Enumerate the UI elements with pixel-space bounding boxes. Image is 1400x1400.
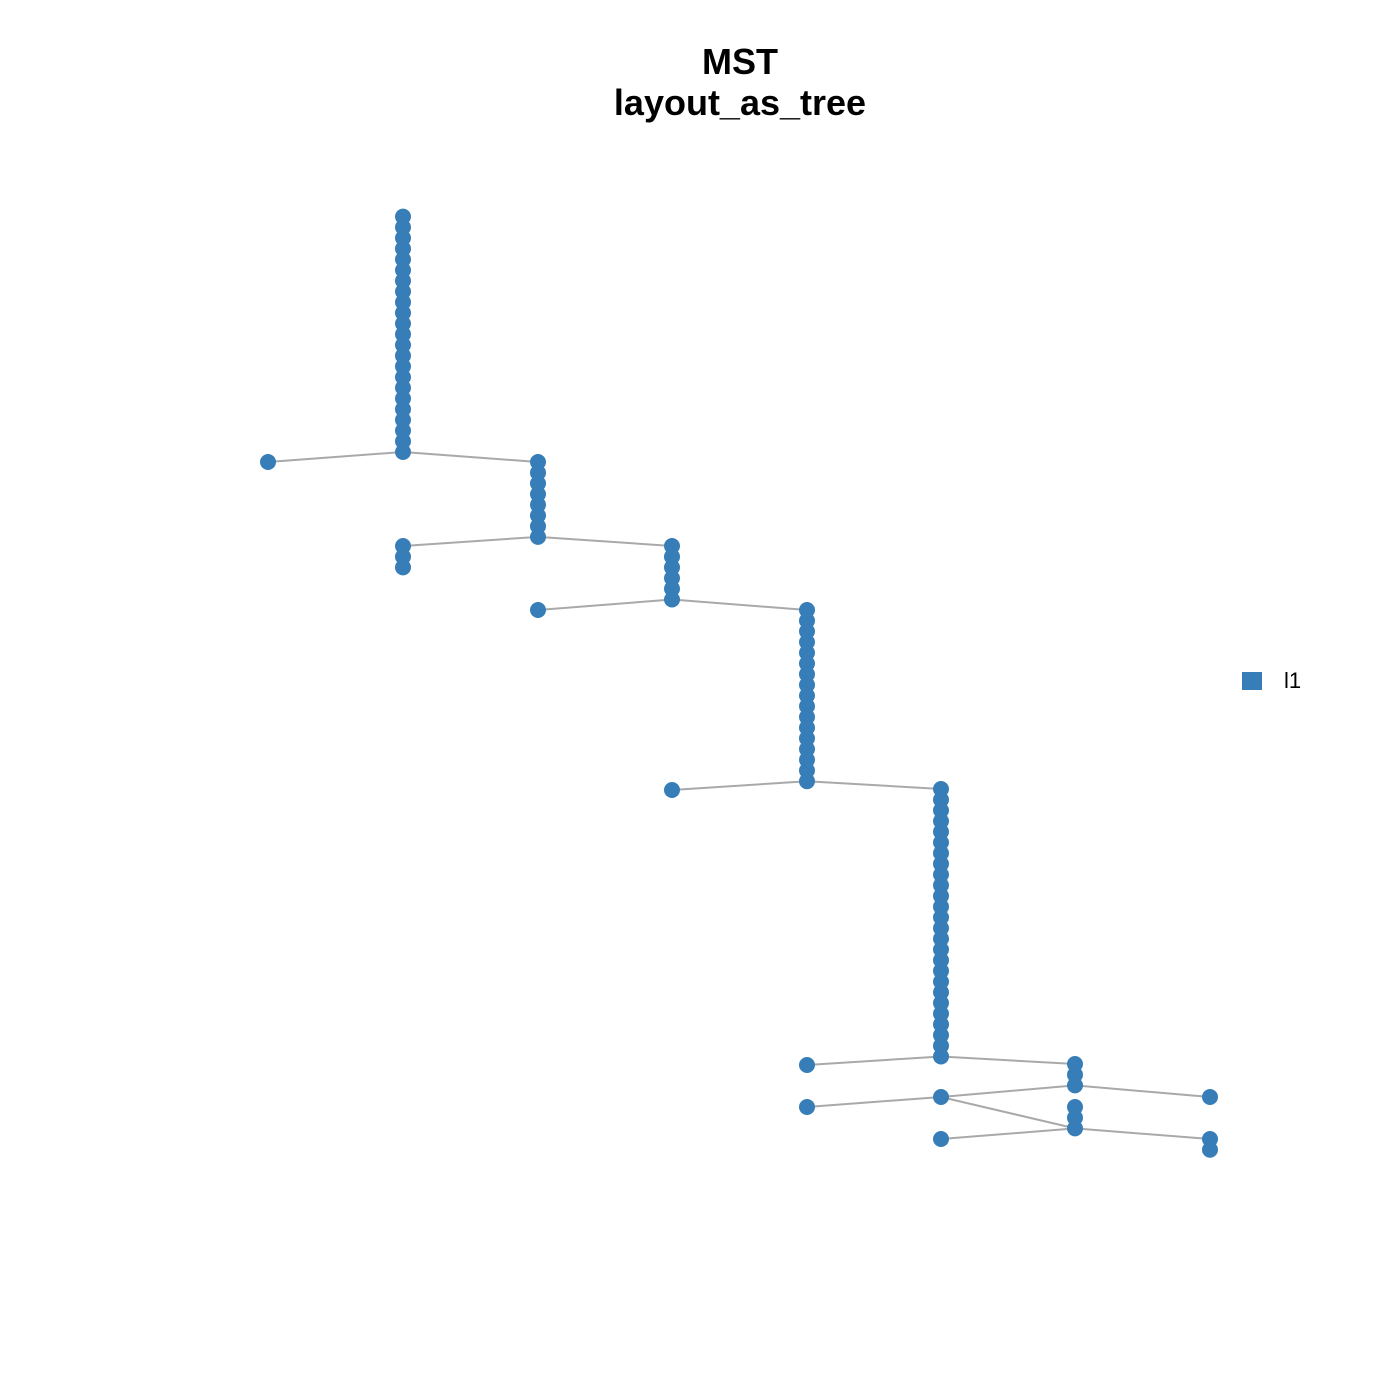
legend-label: l1 <box>1284 668 1302 693</box>
tree-edge-16 <box>1074 1127 1211 1140</box>
tree-edge-11 <box>940 1084 1076 1098</box>
tree-node-l2 <box>530 602 546 618</box>
tree-node-l6 <box>1202 1089 1218 1105</box>
tree-edge-14 <box>940 1096 1076 1130</box>
chart-title: MST <box>702 41 778 82</box>
chart-subtitle: layout_as_tree <box>613 82 867 123</box>
tree-edge-2 <box>402 451 539 463</box>
tree-edge-1 <box>267 451 404 463</box>
tree-edge-6 <box>671 598 808 611</box>
legend: l1 <box>1242 668 1301 694</box>
tree-node-l4 <box>799 1057 815 1073</box>
tree-node-c1-23 <box>395 444 411 460</box>
tree-edge-12 <box>1074 1084 1211 1098</box>
tree-node-c6-3 <box>395 559 411 576</box>
tree-node-l1 <box>260 454 276 470</box>
tree-edge-5 <box>537 598 673 611</box>
tree-node-c3-6 <box>664 591 680 608</box>
tree-edge-4 <box>537 535 673 547</box>
tree-node-c5-26 <box>933 1048 949 1065</box>
tree-edge-3 <box>402 535 539 547</box>
tree-edge-15 <box>940 1127 1076 1140</box>
tree-node-l7 <box>799 1099 815 1115</box>
tree-node-c7-3 <box>1067 1077 1083 1094</box>
tree-node-l8 <box>933 1131 949 1147</box>
tree-node-l3 <box>664 782 680 798</box>
node-layer <box>260 208 1218 1158</box>
tree-edge-7 <box>671 780 808 791</box>
tree-node-l5 <box>933 1089 949 1105</box>
tree-edge-13 <box>806 1096 942 1108</box>
tree-node-c8-3 <box>1067 1120 1083 1137</box>
tree-edge-9 <box>806 1055 942 1066</box>
edge-layer <box>267 451 1211 1140</box>
tree-edge-10 <box>940 1055 1076 1065</box>
tree-node-c9-2 <box>1202 1141 1218 1158</box>
tree-node-c2-8 <box>530 528 546 545</box>
legend-swatch <box>1242 672 1262 690</box>
tree-edge-8 <box>806 780 942 790</box>
tree-node-c4-17 <box>799 773 815 790</box>
